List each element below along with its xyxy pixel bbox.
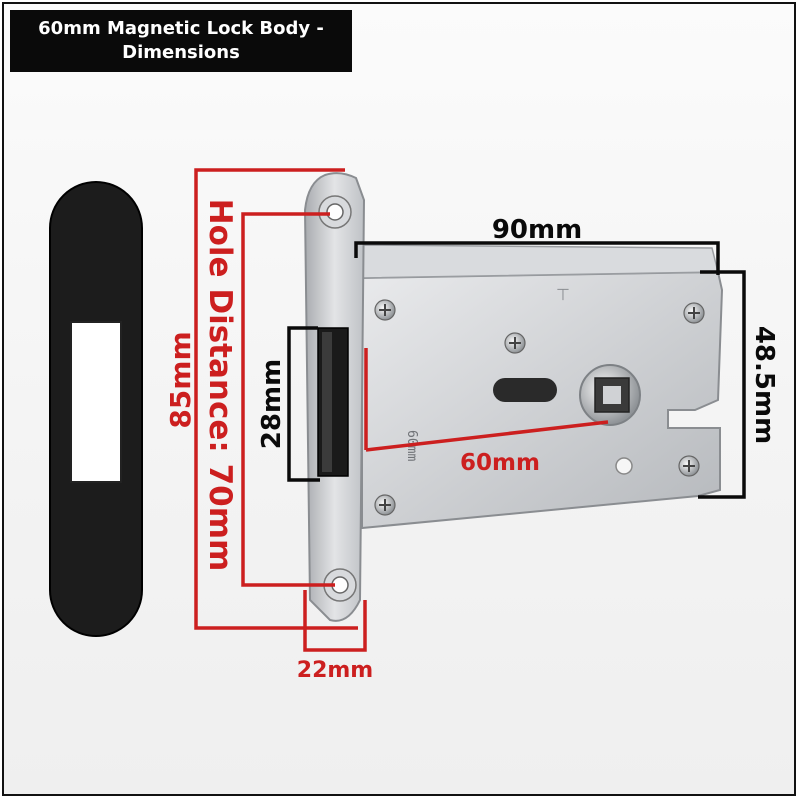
dimension-22mm-lines — [303, 590, 367, 652]
dimension-60mm-label: 60mm — [460, 450, 540, 476]
case-screw-top-middle — [504, 332, 526, 354]
faceplate-hole-bottom — [323, 568, 357, 602]
dimension-85mm-label: 85mm — [164, 331, 197, 428]
dimension-90mm-label: 90mm — [492, 215, 582, 245]
dimension-22mm-label: 22mm — [297, 658, 373, 683]
case-screw-bottom-left — [374, 494, 396, 516]
case-screw-bottom-right — [678, 455, 700, 477]
dimension-28mm-label: 28mm — [257, 359, 287, 449]
title-banner: 60mm Magnetic Lock Body - Dimensions — [10, 10, 352, 72]
faceplate-hole-top — [318, 195, 352, 229]
strike-plate — [49, 181, 143, 637]
dimension-48-5mm-label: 48.5mm — [749, 326, 779, 444]
dimension-85mm-lines — [194, 168, 358, 630]
lock-case: 60mm ⊤ — [361, 244, 724, 530]
case-screw-top-right — [683, 302, 705, 324]
faceplate — [303, 172, 366, 622]
dimension-28mm-lines — [287, 326, 320, 482]
dimension-90mm-lines — [354, 241, 720, 275]
dimension-48-5mm-lines — [698, 270, 746, 499]
strike-plate-opening — [70, 321, 122, 483]
dimension-hole-distance-label: Hole Distance: 70mm — [202, 199, 238, 572]
title-line-2: Dimensions — [122, 42, 240, 63]
case-emboss-glyph: ⊤ — [556, 285, 570, 304]
spindle-slot — [493, 378, 557, 402]
dimension-hole-distance-lines — [241, 212, 335, 587]
title-line-1: 60mm Magnetic Lock Body - — [38, 18, 324, 39]
case-screw-top-left — [374, 299, 396, 321]
dimension-60mm-lines — [364, 348, 609, 452]
